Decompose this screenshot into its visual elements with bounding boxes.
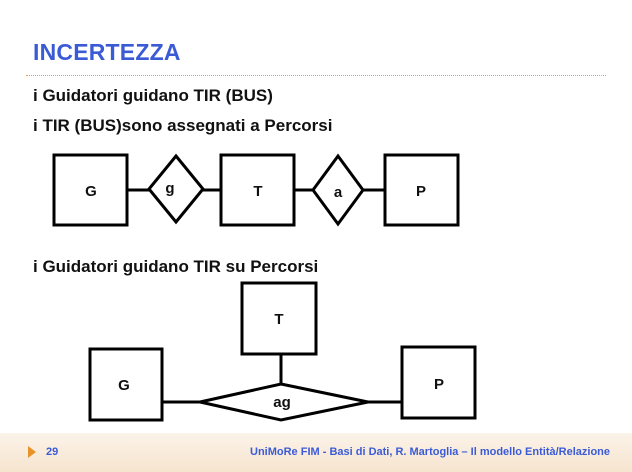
statement-tir-assigned-routes: i TIR (BUS)sono assegnati a Percorsi — [33, 116, 333, 135]
page-number: 29 — [46, 446, 59, 458]
footer-band — [0, 433, 632, 472]
relationship-a — [311, 153, 365, 227]
entity-t — [240, 281, 318, 356]
footer-credits: UniMoRe FIM - Basi di Dati, R. Martoglia… — [250, 446, 610, 458]
statement-drivers-drive-tir-on-routes: i Guidatori guidano TIR su Percorsi — [33, 257, 319, 276]
entity-g — [88, 347, 164, 422]
entity-t-label: T — [253, 183, 262, 200]
entity-p — [400, 345, 477, 420]
relationship-ag-label: ag — [273, 394, 291, 411]
er-diagram-ternary — [88, 281, 477, 422]
entity-p-label: P — [434, 376, 444, 393]
entity-t-label: T — [274, 311, 283, 328]
statement-drivers-drive-tir: i Guidatori guidano TIR (BUS) — [33, 86, 273, 105]
relationship-a-label: a — [334, 184, 343, 201]
relationship-g — [147, 153, 205, 225]
title-divider — [26, 75, 606, 76]
entity-g — [52, 153, 129, 227]
slide-title: INCERTEZZA — [33, 39, 181, 65]
entity-p — [383, 153, 460, 227]
entity-p-label: P — [416, 183, 426, 200]
relationship-ag — [199, 382, 369, 422]
entity-t — [219, 153, 296, 227]
entity-g-label: G — [118, 377, 130, 394]
entity-g-label: G — [85, 183, 97, 200]
footer-arrow-icon — [28, 446, 36, 458]
relationship-g-label: g — [165, 180, 174, 197]
er-diagram-binary — [52, 153, 460, 227]
